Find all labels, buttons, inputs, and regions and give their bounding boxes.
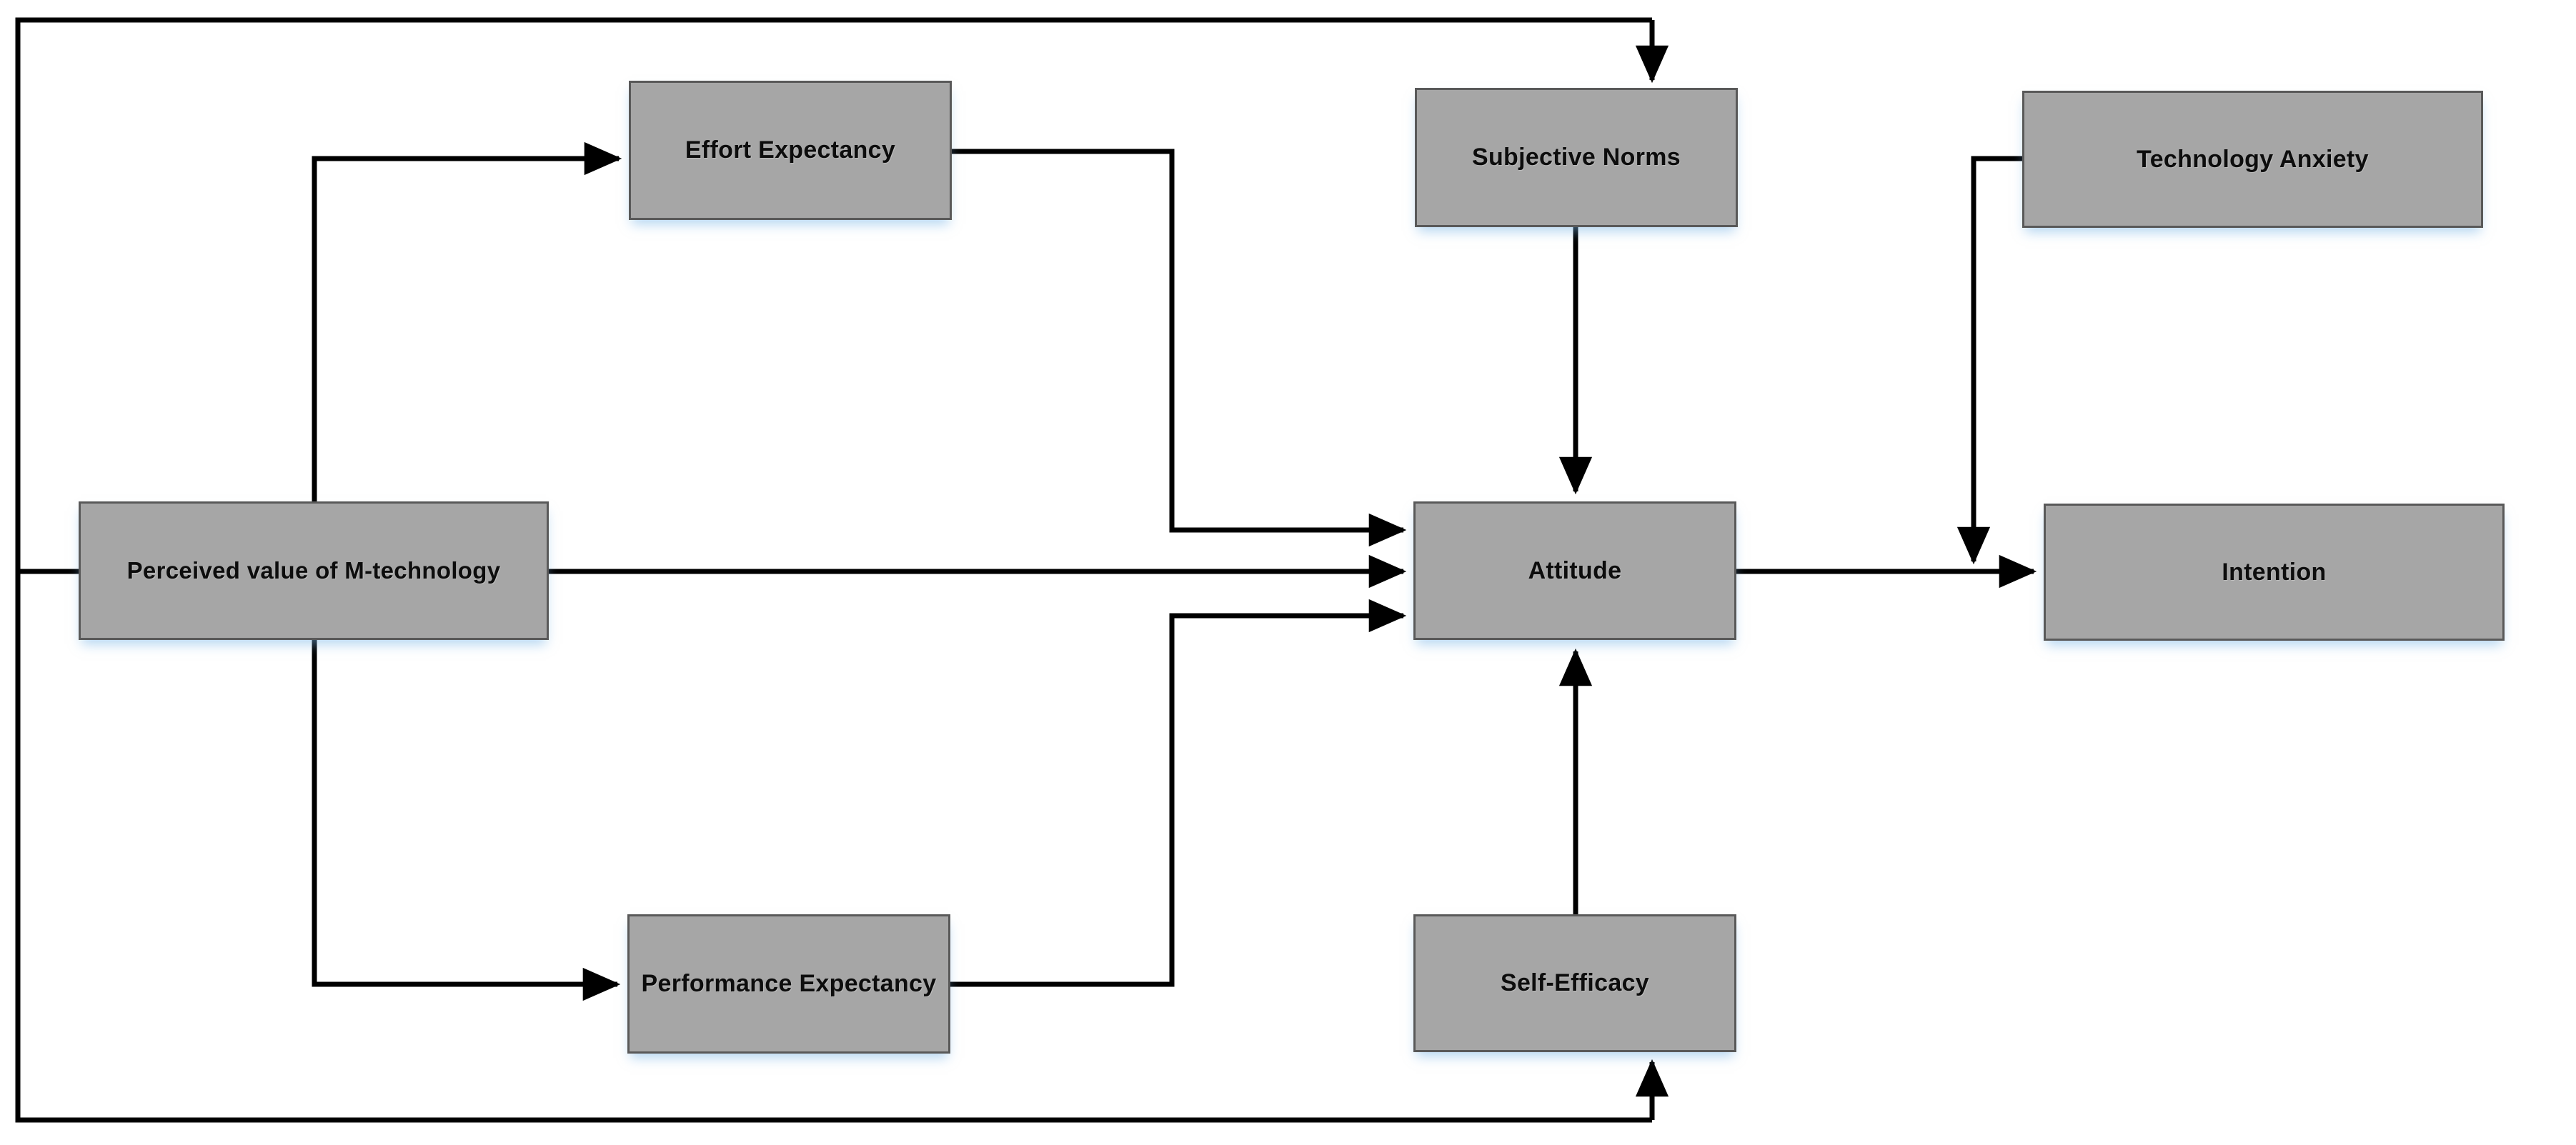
edge-pv-to-effort-expectancy (312, 141, 622, 501)
node-label: Effort Expectancy (685, 136, 896, 164)
edge-performance-expectancy-to-attitude (950, 599, 1407, 987)
edge-effort-expectancy-to-attitude (952, 149, 1407, 547)
node-label: Perceived value of M-technology (126, 557, 501, 584)
node-intention[interactable]: Intention (2044, 504, 2505, 641)
node-perceived-value-of-m-technology[interactable]: Perceived value of M-technology (79, 501, 549, 640)
edge-pv-to-performance-expectancy (312, 640, 621, 1001)
node-label: Performance Expectancy (641, 970, 937, 997)
frame-bottom-left-run (15, 571, 1652, 1123)
node-self-efficacy[interactable]: Self-Efficacy (1413, 914, 1736, 1052)
node-label: Self-Efficacy (1501, 969, 1649, 996)
node-label: Subjective Norms (1471, 144, 1681, 171)
node-attitude[interactable]: Attitude (1413, 501, 1736, 640)
node-effort-expectancy[interactable]: Effort Expectancy (629, 81, 952, 220)
node-label: Intention (2222, 558, 2327, 586)
node-label: Attitude (1528, 556, 1622, 584)
node-performance-expectancy[interactable]: Performance Expectancy (627, 914, 950, 1054)
node-label: Technology Anxiety (2137, 145, 2369, 173)
node-technology-anxiety[interactable]: Technology Anxiety (2022, 91, 2483, 228)
node-subjective-norms[interactable]: Subjective Norms (1415, 88, 1738, 227)
edge-technology-anxiety-to-attitude-intention (1956, 156, 2022, 565)
